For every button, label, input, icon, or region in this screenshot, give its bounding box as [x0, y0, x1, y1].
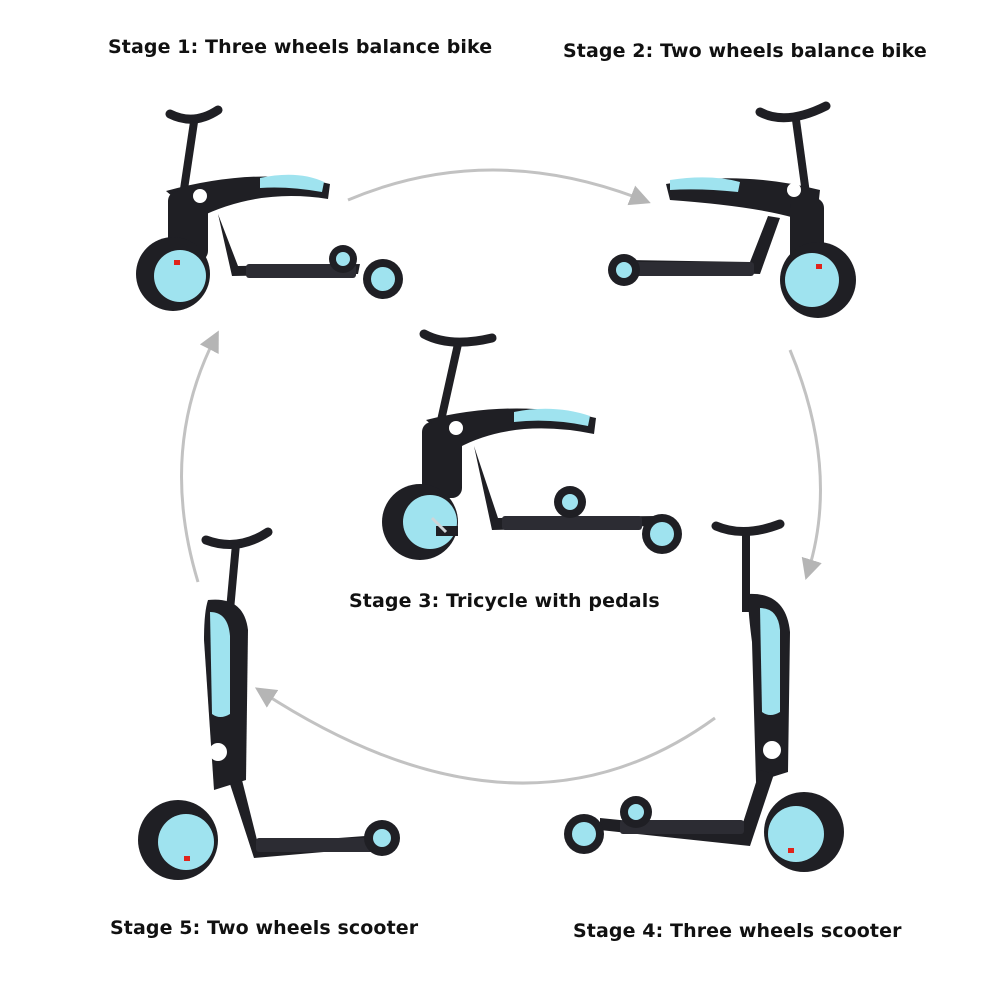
- stage-1-label: Stage 1: Three wheels balance bike: [108, 36, 493, 58]
- arrow-stage5-to-stage1: [180, 330, 219, 583]
- stage-3-tricycle-with-pedals-image: [382, 329, 682, 560]
- stage-2-label: Stage 2: Two wheels balance bike: [563, 40, 927, 62]
- arrow-stage4-to-stage5: [254, 687, 716, 785]
- stage-5-label: Stage 5: Two wheels scooter: [110, 917, 419, 939]
- stage-5-two-wheel-scooter-image: [138, 527, 400, 880]
- arrow-stage2-to-stage4: [788, 349, 822, 581]
- stage-4-label: Stage 4: Three wheels scooter: [573, 920, 902, 942]
- stage-3-label: Stage 3: Tricycle with pedals: [349, 590, 660, 612]
- arrow-stage1-to-stage2: [347, 168, 651, 206]
- stage-1-three-wheel-balance-bike-image: [136, 105, 403, 311]
- stage-4-three-wheel-scooter-image: [564, 519, 844, 872]
- stage-2-two-wheel-balance-bike-image: [608, 101, 856, 318]
